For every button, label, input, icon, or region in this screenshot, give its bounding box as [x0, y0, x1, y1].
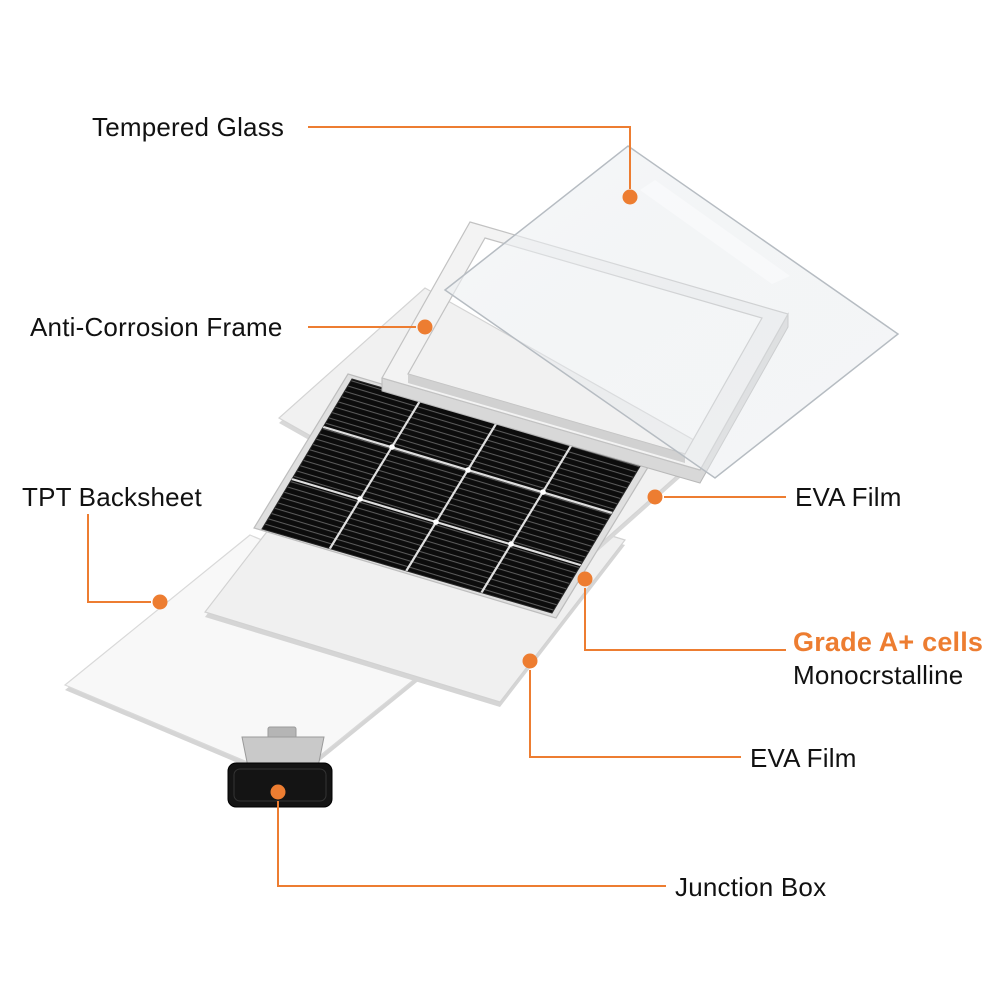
junction-box-leader — [277, 801, 666, 887]
cells-leader — [584, 588, 786, 651]
label-grade-cells-subtitle: Monocrstalline — [793, 660, 964, 690]
label-grade-cells-title: Grade A+ cells — [793, 627, 984, 657]
tempered-glass-leader — [308, 126, 631, 189]
eva-top-dot — [647, 489, 663, 505]
eva-bottom-dot — [522, 653, 538, 669]
backsheet-leader — [87, 514, 151, 603]
cells-dot — [577, 571, 593, 587]
frame-dot — [417, 319, 433, 335]
tempered-glass-layer — [443, 145, 900, 479]
label-eva-film-bottom: EVA Film — [750, 743, 857, 773]
label-anti-corrosion-frame: Anti-Corrosion Frame — [30, 312, 283, 342]
tempered-glass-dot — [622, 189, 638, 205]
junction-box-body-highlight — [233, 768, 327, 802]
callout-dots — [152, 189, 663, 800]
label-junction-box: Junction Box — [675, 872, 827, 902]
cells-grid-lines — [284, 395, 620, 596]
eva-bottom-leader — [529, 670, 741, 758]
label-tpt-backsheet: TPT Backsheet — [22, 482, 202, 512]
label-tempered-glass: Tempered Glass — [92, 112, 285, 142]
glass-sheet — [443, 145, 900, 479]
junction-box-dot — [270, 784, 286, 800]
glass-highlight-streak — [640, 180, 790, 284]
leader-lines — [87, 126, 786, 887]
frame-inner-lip — [408, 374, 685, 463]
label-eva-film-top: EVA Film — [795, 482, 902, 512]
backsheet-dot — [152, 594, 168, 610]
